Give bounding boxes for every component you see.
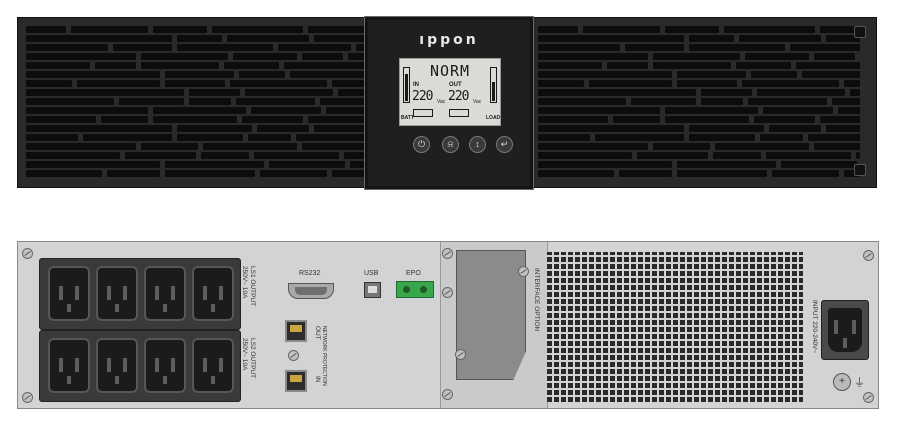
rear-fan-vent	[547, 252, 803, 402]
c13-outlet[interactable]	[144, 266, 186, 321]
ls2-output-rating: 250V~ 10A	[241, 338, 248, 371]
enter-icon: ↵	[500, 139, 509, 149]
mute-button[interactable]: ⍾	[442, 136, 459, 153]
front-vent-grille-right	[538, 26, 860, 181]
epo-label: EPO	[406, 270, 421, 277]
cover-screw-top	[518, 266, 529, 277]
epo-connector[interactable]	[396, 281, 434, 298]
lcd-output-icon	[449, 109, 469, 117]
brand-logo: ıppon	[419, 32, 479, 48]
lcd-in-label: IN	[413, 82, 419, 88]
scroll-icon: ↕	[475, 139, 480, 149]
interface-option-label: INTERFACE OPTION	[533, 268, 540, 332]
network-screw	[288, 350, 299, 361]
interface-option-cover[interactable]	[456, 250, 526, 380]
lcd-out-label: OUT	[449, 82, 462, 88]
mute-icon: ⍾	[447, 139, 454, 149]
battery-level-bar	[403, 67, 410, 103]
c13-outlet[interactable]	[96, 338, 138, 393]
power-icon: ⏻	[417, 139, 426, 149]
network-in-port[interactable]	[285, 370, 307, 392]
ground-screw: +	[833, 373, 851, 391]
rear-screw-bottom-right	[863, 392, 874, 403]
usb-label: USB	[364, 270, 379, 277]
ls1-outlet-group	[39, 258, 241, 330]
lcd-display: NORM BATT LOAD IN 220 Vac OUT 220 Vac	[399, 58, 501, 126]
plate-screw-middle	[442, 287, 453, 298]
lcd-input-voltage: 220	[412, 89, 434, 104]
c13-outlet[interactable]	[96, 266, 138, 321]
lcd-load-label: LOAD	[486, 115, 501, 121]
plate-screw-top	[442, 248, 453, 259]
c13-outlet[interactable]	[48, 266, 90, 321]
load-level-bar	[490, 67, 497, 103]
rear-screw-top-left	[22, 248, 33, 259]
lcd-battery-icon	[413, 109, 433, 117]
ls2-output-label: LS2 OUTPUT	[249, 338, 256, 379]
front-vent-grille-left	[26, 26, 364, 181]
ground-symbol-icon: ⏚	[854, 377, 865, 389]
front-screw-top-right	[854, 26, 866, 38]
ls2-outlet-group	[39, 330, 241, 402]
c13-outlet[interactable]	[192, 266, 234, 321]
ls1-output-label: LS1 OUTPUT	[249, 266, 256, 307]
front-screw-bottom-right	[854, 164, 866, 176]
c13-outlet[interactable]	[48, 338, 90, 393]
input-rating-label: INPUT 220-240V~	[811, 300, 818, 354]
control-bezel: ıppon NORM BATT LOAD IN 220 Vac OUT 220 …	[364, 16, 534, 190]
network-out-port[interactable]	[285, 320, 307, 342]
lcd-mode-text: NORM	[429, 62, 471, 80]
lcd-output-voltage: 220	[448, 89, 470, 104]
rs232-label: RS232	[299, 270, 321, 277]
ac-input-inlet[interactable]	[821, 300, 869, 360]
rear-screw-top-right	[863, 250, 874, 261]
plate-screw-bottom	[442, 389, 453, 400]
ls1-output-rating: 250V~ 10A	[241, 266, 248, 299]
cover-screw-bottom	[455, 349, 466, 360]
ups-front-panel: ıppon NORM BATT LOAD IN 220 Vac OUT 220 …	[17, 16, 877, 190]
ups-rear-panel: LS1 OUTPUT 250V~ 10A LS2 OUTPUT 250V~ 10…	[17, 241, 879, 409]
lcd-output-unit: Vac	[473, 99, 482, 105]
usb-port[interactable]	[364, 282, 381, 298]
lcd-input-unit: Vac	[437, 99, 446, 105]
power-button[interactable]: ⏻	[413, 136, 430, 153]
scroll-button[interactable]: ↕	[469, 136, 486, 153]
c13-outlet[interactable]	[192, 338, 234, 393]
enter-button[interactable]: ↵	[496, 136, 513, 153]
rs232-port[interactable]	[288, 283, 334, 299]
c13-outlet[interactable]	[144, 338, 186, 393]
lcd-batt-label: BATT	[401, 115, 414, 121]
network-protection-label: NETWORK PROTECTION	[321, 326, 327, 386]
rear-screw-bottom-left	[22, 392, 33, 403]
